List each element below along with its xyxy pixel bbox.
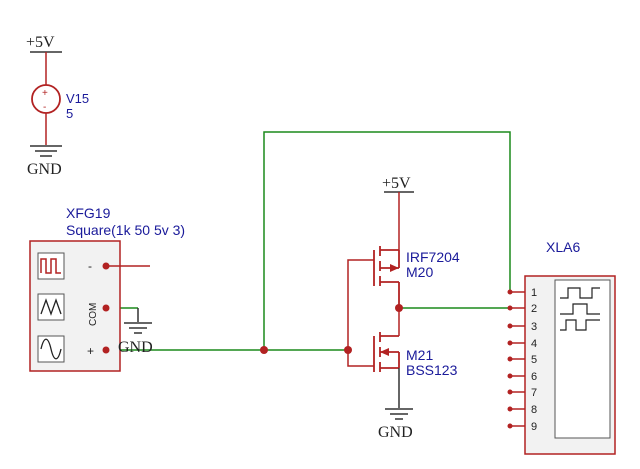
transistor-m21[interactable]: M21 BSS123 GND: [347, 308, 458, 441]
analyzer-pin-label: 4: [531, 338, 537, 350]
wire-feedback-loop[interactable]: [263, 131, 511, 349]
source-value: 5: [66, 106, 73, 121]
generator-name: XFG19: [66, 205, 111, 221]
analyzer-pin-label: 2: [531, 303, 537, 315]
generator-ground-label: GND: [118, 339, 153, 356]
generator-settings: Square(1k 50 5v 3): [66, 222, 185, 238]
logic-analyzer[interactable]: XLA6: [507, 239, 616, 455]
wires: [108, 131, 511, 351]
rail-label-top-left: +5V: [26, 34, 55, 51]
junction-dot: [260, 346, 268, 354]
m20-part: IRF7204: [406, 249, 460, 265]
transistor-m20[interactable]: +5V IRF7204 M20: [347, 175, 460, 350]
analyzer-pin-label: 6: [531, 371, 537, 383]
m21-ref: M21: [406, 347, 433, 363]
analyzer-pin-label: 1: [531, 287, 537, 299]
source-minus-sign: -: [43, 102, 46, 113]
generator-ground-symbol: [124, 322, 152, 334]
analyzer-pin-label: 3: [531, 321, 537, 333]
analyzer-pins: 1 2 3 4 5 6 7 8 9: [507, 287, 537, 433]
analyzer-pin-label: 5: [531, 354, 537, 366]
sine-wave-icon[interactable]: [37, 335, 65, 363]
supply-v15[interactable]: +5V + - V15 5 GND: [26, 34, 89, 178]
analyzer-screen: [554, 279, 611, 439]
analyzer-pin-label: 7: [531, 387, 537, 399]
pin-minus-label: -: [88, 259, 92, 273]
ground-symbol: [30, 145, 62, 157]
pin-com-label: COM: [88, 303, 99, 326]
source-plus-sign: +: [42, 88, 48, 99]
m20-ref: M20: [406, 264, 433, 280]
pin-plus-label: +: [87, 344, 94, 358]
source-name: V15: [66, 91, 89, 106]
mosfet-ground-label: GND: [378, 424, 413, 441]
rail-label-mosfet: +5V: [382, 175, 411, 192]
ground-label-top-left: GND: [27, 161, 62, 178]
m21-part: BSS123: [406, 362, 458, 378]
mosfet-ground-symbol: [385, 408, 413, 420]
triangle-wave-icon[interactable]: [37, 293, 65, 321]
analyzer-pin-label: 8: [531, 404, 537, 416]
square-wave-icon[interactable]: [37, 252, 65, 280]
analyzer-pin-label: 9: [531, 421, 537, 433]
analyzer-name: XLA6: [546, 239, 580, 255]
function-generator[interactable]: XFG19 Square(1k 50 5v 3) - COM +: [29, 205, 185, 372]
analyzer-waveform-icon: [560, 287, 600, 331]
